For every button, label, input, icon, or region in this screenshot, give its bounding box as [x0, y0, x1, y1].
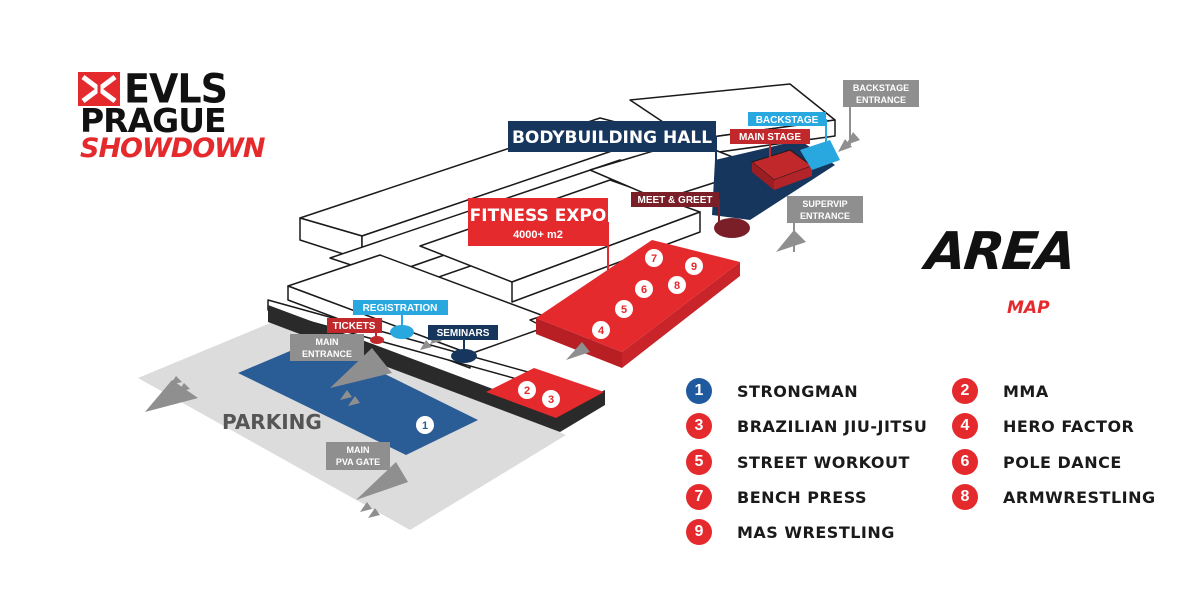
backstage-entrance-label: BACKSTAGE	[853, 83, 909, 93]
backstage-label: BACKSTAGE	[756, 115, 819, 126]
backstage-area[interactable]	[800, 140, 840, 170]
legend-label: BENCH PRESS	[737, 487, 868, 507]
legend-label: MAS WRESTLING	[737, 522, 895, 542]
svg-text:5: 5	[621, 304, 627, 316]
legend-label: HERO FACTOR	[1003, 416, 1135, 436]
zone-marker-4[interactable]: 4	[592, 321, 610, 339]
meet-greet-label: MEET & GREET	[637, 195, 712, 206]
legend-badge: 4	[952, 413, 978, 439]
pva-gate-label-2: PVA GATE	[336, 457, 380, 467]
fitness-expo-label: FITNESS EXPO	[470, 206, 607, 226]
main-entrance-label-2: ENTRANCE	[302, 349, 352, 359]
area-title: AREA	[922, 222, 1078, 282]
legend-badge: 3	[686, 413, 712, 439]
legend-label: ARMWRESTLING	[1003, 487, 1156, 507]
legend-badge: 2	[952, 378, 978, 404]
legend-label: STRONGMAN	[737, 381, 859, 401]
legend-label: STREET WORKOUT	[737, 452, 910, 472]
zone-marker-9[interactable]: 9	[685, 257, 703, 275]
zone-marker-3[interactable]: 3	[542, 390, 560, 408]
pva-gate-label: MAIN	[347, 445, 370, 455]
zone-marker-7[interactable]: 7	[645, 249, 663, 267]
main-stage-label: MAIN STAGE	[739, 132, 801, 143]
zone-marker-5[interactable]: 5	[615, 300, 633, 318]
zone-marker-8[interactable]: 8	[668, 276, 686, 294]
legend-badge: 5	[686, 449, 712, 475]
legend-item-1[interactable]: 1 STRONGMAN	[686, 376, 858, 406]
legend-item-4[interactable]: 4 HERO FACTOR	[952, 411, 1134, 441]
legend-badge: 6	[952, 449, 978, 475]
backstage-entrance-label-2: ENTRANCE	[856, 95, 906, 105]
legend-label: BRAZILIAN JIU-JITSU	[737, 416, 928, 436]
svg-text:9: 9	[691, 261, 697, 273]
legend-item-3[interactable]: 3 BRAZILIAN JIU-JITSU	[686, 411, 927, 441]
bodybuilding-hall-label: BODYBUILDING HALL	[512, 128, 712, 148]
legend-item-2[interactable]: 2 MMA	[952, 376, 1049, 406]
x-mark-icon	[78, 72, 120, 106]
seminars-label: SEMINARS	[437, 328, 490, 339]
legend-item-6[interactable]: 6 POLE DANCE	[952, 447, 1122, 477]
evls-logo: EVLS PRAGUE SHOWDOWN	[78, 65, 278, 165]
logo-evls-text: EVLS	[124, 65, 228, 113]
svg-text:2: 2	[524, 385, 530, 397]
svg-text:3: 3	[548, 394, 554, 406]
main-entrance-label: MAIN	[316, 337, 339, 347]
legend-item-5[interactable]: 5 STREET WORKOUT	[686, 447, 910, 477]
fitness-expo-size-label: 4000+ m2	[513, 229, 563, 241]
legend-badge: 1	[686, 378, 712, 404]
legend: 1 STRONGMAN 2 MMA 3 BRAZILIAN JIU-JITSU …	[686, 376, 1186, 576]
legend-item-8[interactable]: 8 ARMWRESTLING	[952, 482, 1156, 512]
zone-marker-2[interactable]: 2	[518, 381, 536, 399]
parking-label: PARKING	[222, 410, 322, 434]
legend-item-9[interactable]: 9 MAS WRESTLING	[686, 517, 895, 547]
svg-text:7: 7	[651, 253, 657, 265]
meet-greet-spot[interactable]	[714, 218, 750, 238]
zone-marker-6[interactable]: 6	[635, 280, 653, 298]
expo-wall	[560, 390, 605, 432]
registration-label: REGISTRATION	[363, 303, 438, 314]
legend-badge: 9	[686, 519, 712, 545]
legend-label: POLE DANCE	[1003, 452, 1122, 472]
svg-text:6: 6	[641, 284, 647, 296]
legend-item-7[interactable]: 7 BENCH PRESS	[686, 482, 867, 512]
svg-text:1: 1	[422, 420, 428, 432]
legend-badge: 7	[686, 484, 712, 510]
tickets-label: TICKETS	[333, 321, 376, 332]
map-subtitle: MAP	[1007, 298, 1050, 318]
supervip-entrance-label-2: ENTRANCE	[800, 211, 850, 221]
entry-arrows	[145, 132, 860, 518]
svg-text:4: 4	[598, 325, 605, 337]
logo-prague-text: PRAGUE	[80, 101, 227, 140]
logo-showdown-text: SHOWDOWN	[80, 133, 266, 164]
supervip-entrance-label: SUPERVIP	[802, 199, 847, 209]
svg-text:8: 8	[674, 280, 680, 292]
legend-label: MMA	[1003, 381, 1049, 401]
zone-marker-1[interactable]: 1	[416, 416, 434, 434]
legend-badge: 8	[952, 484, 978, 510]
